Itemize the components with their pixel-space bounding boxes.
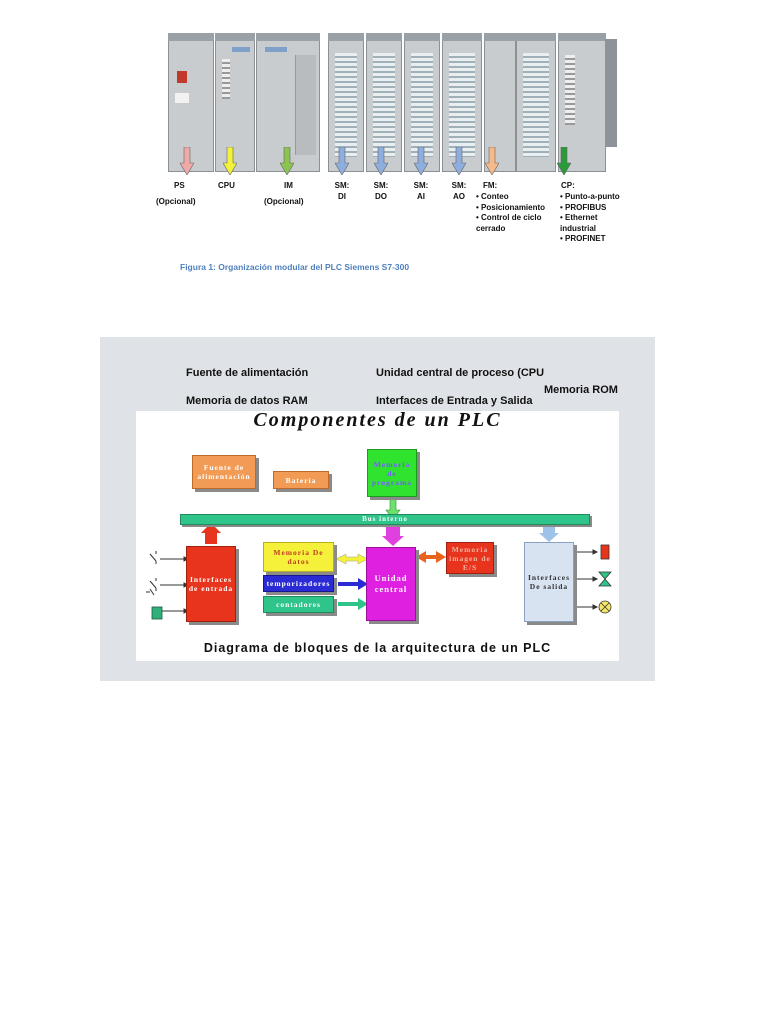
im-label: IM: [284, 181, 293, 190]
diagram-connectors: [146, 488, 612, 620]
label-ram: Memoria de datos RAM: [186, 395, 308, 407]
ps-label: PS: [174, 181, 185, 190]
cpu-label: CPU: [218, 181, 235, 190]
cpu-arrow-icon: [223, 147, 237, 175]
fm-module-2: [516, 33, 556, 172]
block-fuente: Fuente de alimentación: [192, 455, 256, 489]
sm-do-arrow-icon: [374, 147, 388, 175]
im-note: (Opcional): [264, 197, 304, 206]
sm-ao-label: SM:AO: [451, 181, 467, 201]
block-memoria-datos: Memoria De datos: [263, 542, 334, 572]
sm-ao-arrow-icon: [452, 147, 466, 175]
cp-item: Ethernet industrial: [560, 213, 624, 234]
block-contadores: contadores: [263, 596, 334, 613]
block-interfaces-salida: Interfaces De salida: [524, 542, 574, 622]
cp-item: Punto-a-punto: [560, 192, 624, 203]
block-temporizadores: temporizadores: [263, 575, 334, 592]
sm-ai-arrow-icon: [414, 147, 428, 175]
figure-caption: Figura 1: Organización modular del PLC S…: [180, 262, 410, 272]
label-fuente: Fuente de alimentación: [186, 367, 309, 379]
block-bus-interno: Bus interno: [180, 514, 590, 525]
sm-di-arrow-icon: [335, 147, 349, 175]
block-interfaces-entrada: Interfaces de entrada: [186, 546, 236, 622]
fm-item: Conteo: [476, 192, 564, 203]
label-cpu: Unidad central de proceso (CPU: [376, 367, 545, 379]
cp-item: PROFIBUS: [560, 203, 624, 214]
block-unidad-central: Unidad central: [366, 547, 416, 621]
ps-arrow-icon: [180, 147, 194, 175]
plc-block-diagram: Componentes de un PLC: [136, 409, 619, 661]
im-arrow-icon: [280, 147, 294, 175]
cpu-module: [215, 33, 255, 172]
sm-do-module: [366, 33, 402, 172]
fm-list: Conteo Posicionamiento Control de ciclo …: [476, 192, 564, 234]
block-bateria: Batería: [273, 471, 329, 489]
s7-300-figure: PS (Opcional) CPU IM (Opcional) SM:DI SM…: [156, 32, 620, 282]
cp-arrow-icon: [557, 147, 571, 175]
block-memoria-imagen: Memoria imagen de E/S: [446, 542, 494, 574]
sm-di-module: [328, 33, 364, 172]
fm-item: Posicionamiento: [476, 203, 564, 214]
label-io: Interfaces de Entrada y Salida: [376, 395, 533, 407]
diagram-title: Componentes de un PLC: [253, 409, 502, 431]
fm-arrow-icon: [485, 147, 499, 175]
block-memoria-programa: Memoria de programa: [367, 449, 417, 497]
sm-di-label: SM:DI: [334, 181, 350, 201]
fm-item: Control de ciclo cerrado: [476, 213, 564, 234]
sm-ao-module: [442, 33, 482, 172]
sm-do-label: SM:DO: [373, 181, 389, 201]
label-rom: Memoria ROM: [544, 384, 618, 396]
cp-item: PROFINET: [560, 234, 624, 245]
ps-note: (Opcional): [156, 197, 196, 206]
ps-module: [168, 33, 214, 172]
fm-label: FM:: [483, 181, 498, 190]
cp-module: [558, 33, 617, 172]
sm-ai-label: SM:AI: [413, 181, 429, 201]
diagram-caption: Diagrama de bloques de la arquitectura d…: [203, 641, 552, 655]
cp-label: CP:: [561, 181, 575, 190]
cp-list: Punto-a-punto PROFIBUS Ethernet industri…: [560, 192, 624, 245]
